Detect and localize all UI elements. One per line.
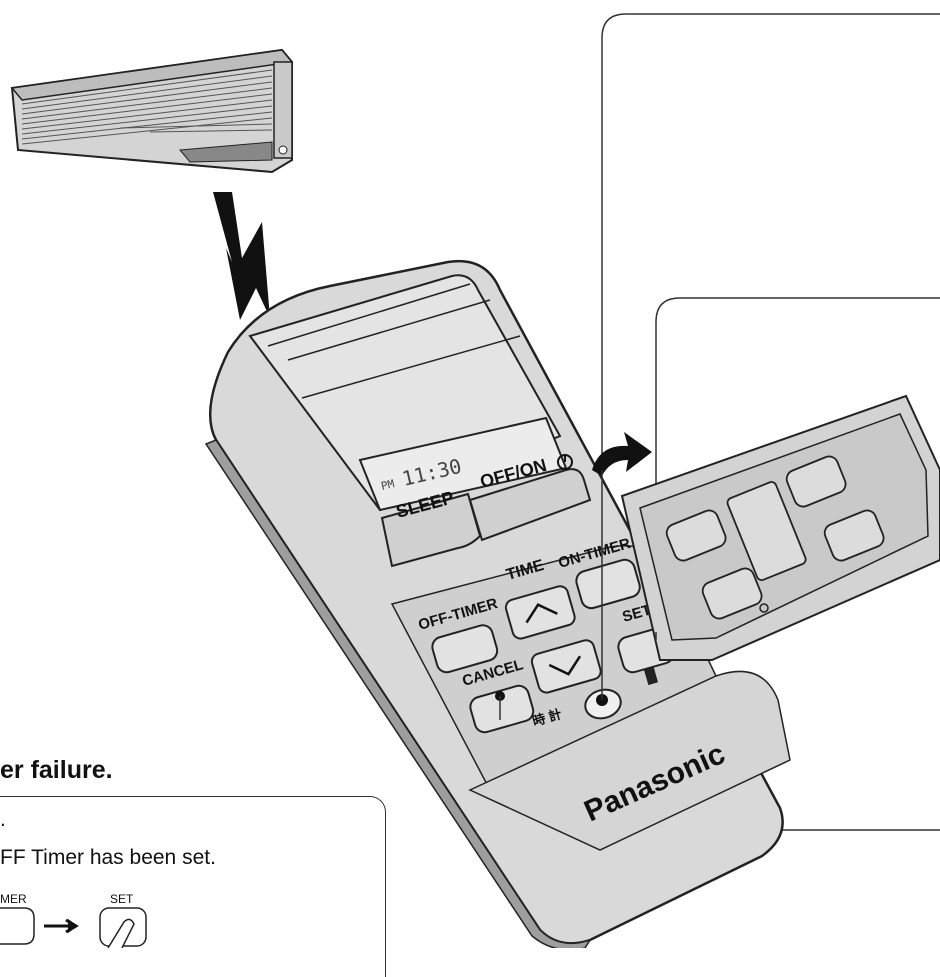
- callout-frame-middle: [655, 297, 940, 640]
- chevron-down-icon: [548, 655, 582, 676]
- mini-timer-button: [0, 907, 35, 945]
- instruction-box: [0, 796, 386, 977]
- instruction-line-2: FF Timer has been set.: [0, 846, 216, 869]
- sleep-button[interactable]: [380, 492, 482, 568]
- mini-timer-label: MER: [0, 892, 27, 906]
- on-timer-button[interactable]: [574, 557, 642, 610]
- cancel-button[interactable]: [468, 683, 536, 734]
- section-heading: er failure.: [0, 756, 113, 784]
- callout-frame-top: [601, 13, 940, 470]
- button-step-diagram: [0, 907, 147, 948]
- time-down-button[interactable]: [530, 638, 603, 694]
- curved-arrow-icon: [592, 432, 652, 476]
- remote-control: PM 11:30 OFF/ON SLEEP OFF-TIMER TIME ON-…: [204, 259, 791, 948]
- off-on-button[interactable]: [468, 468, 592, 542]
- flip-cover-open: [620, 394, 940, 661]
- instruction-line-1: .: [0, 808, 6, 831]
- chevron-up-icon: [525, 603, 558, 624]
- lcd-pm-indicator: PM: [380, 477, 396, 493]
- time-up-button[interactable]: [504, 584, 577, 640]
- mini-set-label: SET: [110, 892, 134, 906]
- remote-illustration: PM 11:30 OFF/ON SLEEP OFF-TIMER TIME ON-…: [10, 13, 940, 948]
- air-conditioner-indoor-unit: [10, 48, 294, 174]
- finger-press-icon: [107, 918, 135, 948]
- off-timer-button[interactable]: [430, 623, 500, 675]
- power-symbol-icon: [557, 454, 573, 470]
- lightning-signal-icon: [213, 192, 270, 320]
